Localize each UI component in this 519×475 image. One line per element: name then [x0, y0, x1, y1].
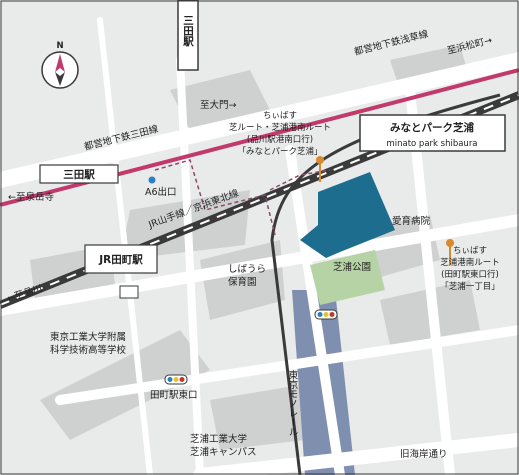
- bus-park-line4: 「みなとパーク芝浦」: [237, 146, 322, 157]
- facility-name-en: minato park shibaura: [386, 139, 477, 149]
- roads: [0, 17, 519, 475]
- bus-stop-park: ちぃばす 芝ルート・芝浦港南ルート (品川駅港南口行) 「みなとパーク芝浦」: [229, 111, 331, 182]
- tamachi-station: JR田町駅: [84, 244, 158, 274]
- traffic-light-icon: [314, 309, 338, 320]
- bus-shibaura1-line1: ちぃばす: [453, 246, 487, 256]
- univ-label-2: 芝浦キャンパス: [190, 446, 257, 458]
- mita-station: 三田駅: [39, 164, 119, 184]
- compass-icon: N: [41, 41, 79, 89]
- bus-stop-icon: [446, 239, 454, 265]
- facility-title: みなとパーク芝浦 minato park shibaura: [359, 114, 506, 152]
- tamachi-station-label: JR田町駅: [98, 254, 143, 266]
- pedestrian-bridge-icon: [119, 285, 139, 299]
- nursery-label-1: しばうら: [228, 264, 266, 275]
- shibaura-park: [310, 250, 385, 305]
- mita-station-label: 三田駅: [63, 169, 95, 181]
- subway-exit-icon: [148, 176, 156, 184]
- park-label: 芝浦公園: [333, 261, 371, 273]
- high-school-label-1: 東京工業大学附属: [50, 331, 126, 343]
- bus-shibaura1-line3: (田町駅東口行): [441, 269, 499, 280]
- bus-shibaura1-line2: 芝浦港南ルート: [440, 257, 500, 268]
- nursery-label-2: 保育園: [228, 276, 257, 288]
- high-school-label-2: 科学技術高等学校: [50, 344, 127, 356]
- traffic-light-icon: [164, 374, 188, 385]
- direction-shirokane: ←至泉岳寺: [8, 191, 54, 203]
- bus-park-line3: (品川駅港南口行): [247, 134, 313, 145]
- bus-stop-icon: [316, 156, 324, 182]
- subway-exit-a6: A6出口: [145, 176, 177, 198]
- univ-label-1: 芝浦工業大学: [190, 433, 247, 445]
- bus-park-line1: ちぃばす: [263, 111, 297, 121]
- mita-station-vertical-label: 三田駅: [182, 15, 194, 47]
- walking-route: [154, 159, 331, 236]
- bus-park-line2: 芝ルート・芝浦港南ルート: [229, 122, 331, 133]
- exit-a6-label: A6出口: [145, 186, 177, 198]
- compass-label: N: [56, 41, 63, 51]
- monorail-label: 東京モノレール: [287, 369, 299, 436]
- tamachi-east-label: 田町駅東口: [150, 389, 198, 401]
- minato-park-building: [300, 172, 395, 258]
- facility-name-ja: みなとパーク芝浦: [390, 121, 474, 134]
- direction-daimon: 至大門→: [200, 99, 237, 111]
- bus-stop-shibaura1: ちぃばす 芝浦港南ルート (田町駅東口行) 「芝浦一丁目」: [440, 239, 500, 292]
- mita-station-vertical: 三田駅: [182, 15, 194, 47]
- kyukaigan-label: 旧海岸通り: [400, 448, 448, 460]
- hospital-label: 愛育病院: [392, 215, 431, 227]
- bus-shibaura1-line4: 「芝浦一丁目」: [440, 281, 500, 292]
- mita-line-box: [177, 0, 199, 71]
